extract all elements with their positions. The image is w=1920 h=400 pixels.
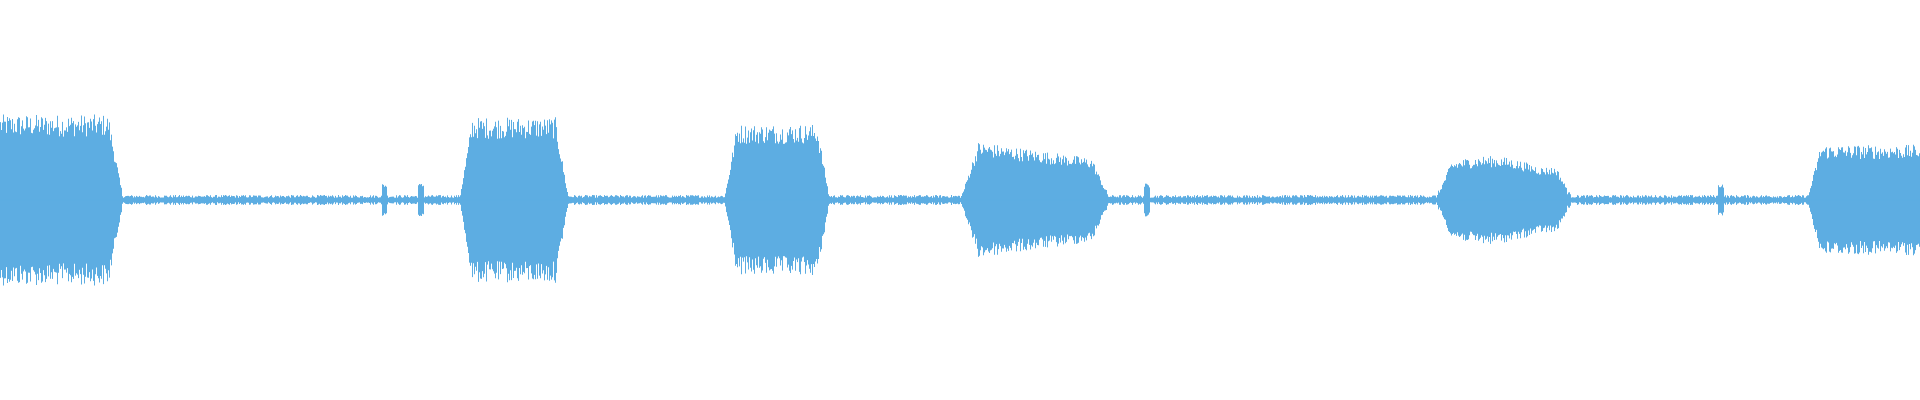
waveform-bars [0,114,1920,286]
